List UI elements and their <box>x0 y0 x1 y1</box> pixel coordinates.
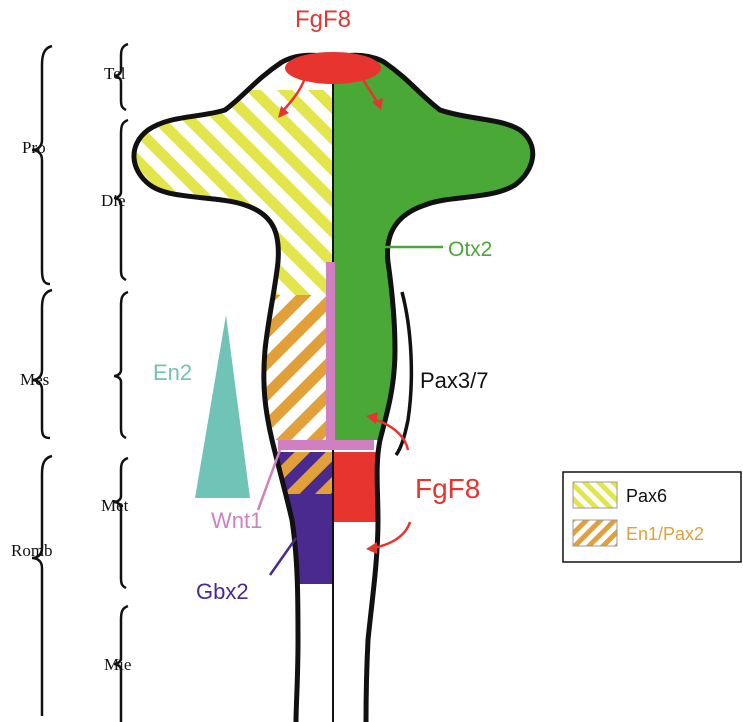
label-tel: Tel <box>104 64 126 83</box>
legend-label-en1pax2: En1/Pax2 <box>626 524 704 544</box>
label-gbx2: Gbx2 <box>196 579 249 604</box>
label-met: Met <box>101 496 129 515</box>
label-die: Die <box>101 191 126 210</box>
mes-bracket <box>32 290 52 438</box>
label-mes: Mes <box>20 370 49 389</box>
en2-gradient-wedge <box>195 315 250 498</box>
mes-sub-bracket <box>114 292 128 438</box>
label-fgf8-right: FgF8 <box>415 473 480 504</box>
fgf8-arc-lower-head <box>366 542 377 554</box>
legend-label-pax6: Pax6 <box>626 486 667 506</box>
label-fgf8-top: FgF8 <box>295 6 351 33</box>
label-pro: Pro <box>22 138 46 157</box>
label-romb: Romb <box>11 541 53 560</box>
label-pax37: Pax3/7 <box>420 368 489 393</box>
expression-domains <box>120 60 553 584</box>
label-otx2: Otx2 <box>448 238 492 261</box>
gbx2-pointer <box>270 538 296 575</box>
wnt1-horizontal <box>278 440 374 450</box>
met-bracket <box>114 458 128 588</box>
pax6-domain <box>120 90 333 295</box>
label-mie: Mie <box>104 655 131 674</box>
wnt1-vertical <box>326 262 335 447</box>
fgf8-met-domain <box>333 452 378 522</box>
legend: Pax6 En1/Pax2 <box>563 472 741 562</box>
pro-bracket <box>32 46 52 284</box>
label-en2: En2 <box>153 360 192 385</box>
label-wnt1: Wnt1 <box>211 508 262 533</box>
gbx2-domain <box>270 494 333 584</box>
legend-swatch-en1pax2 <box>573 520 617 546</box>
pax37-arc <box>396 292 411 455</box>
romb-bracket <box>32 456 52 716</box>
wnt1-pointer <box>258 450 280 510</box>
fgf8-anterior-center <box>285 52 381 84</box>
legend-swatch-pax6 <box>573 482 617 508</box>
